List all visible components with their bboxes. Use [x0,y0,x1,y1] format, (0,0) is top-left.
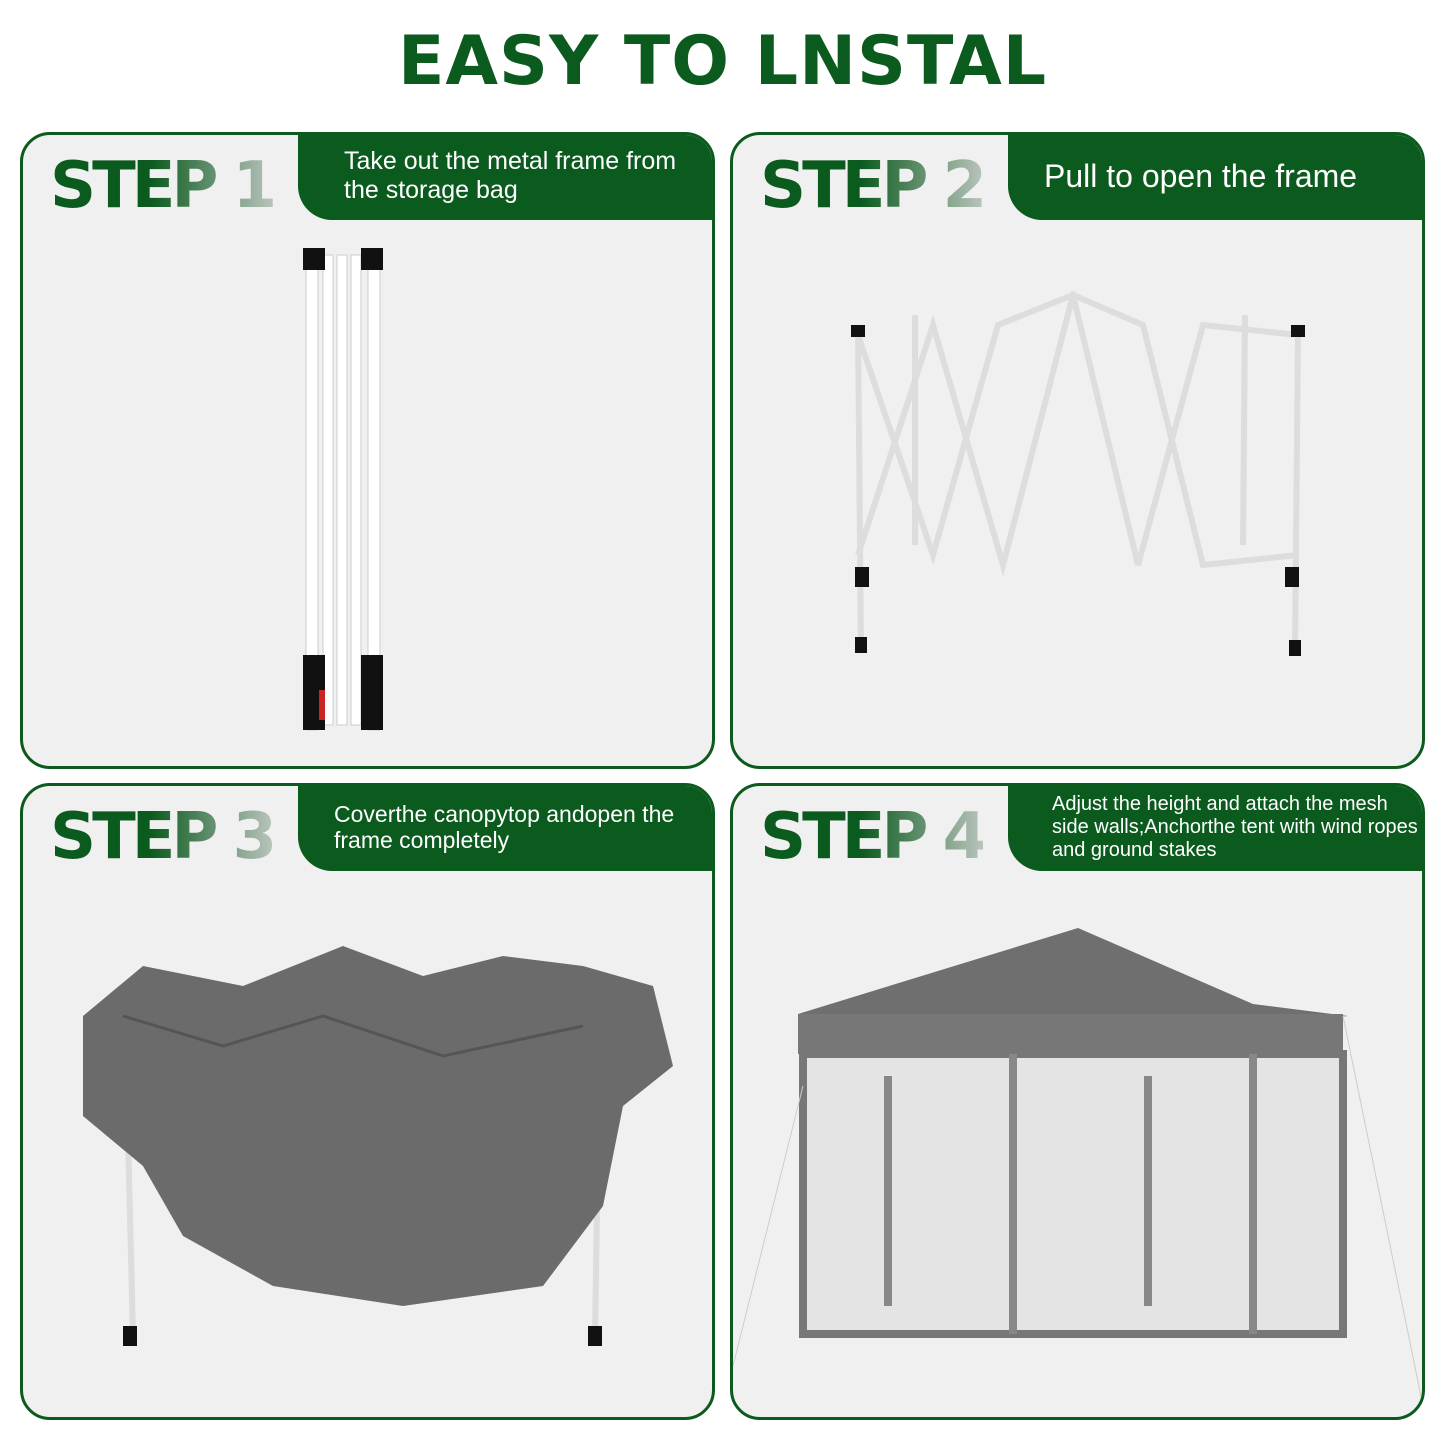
assembled-tent-image [733,928,1422,1404]
page-title: EASY TO LNSTAL [397,22,1048,101]
step-description: Pull to open the frame [1008,135,1422,220]
step-label: STEP 4 [760,800,987,874]
step-description: Take out the metal frame from the storag… [298,135,712,220]
step-label: STEP 3 [50,800,277,874]
step-1-panel: STEP 1 Take out the metal frame from the… [20,132,715,769]
step-description: Coverthe canopytop andopen the frame com… [298,786,712,871]
folded-frame-image [303,248,383,731]
step-2-panel: STEP 2 Pull to open the frame [730,132,1425,769]
open-frame-image [851,290,1305,656]
step-label: STEP 2 [760,149,987,223]
step-4-panel: STEP 4 Adjust the height and attach the … [730,783,1425,1420]
step-description: Adjust the height and attach the mesh si… [1008,786,1422,871]
step-3-panel: STEP 3 Coverthe canopytop andopen the fr… [20,783,715,1420]
step-label: STEP 1 [50,149,277,223]
canopy-cover-image [83,946,673,1346]
